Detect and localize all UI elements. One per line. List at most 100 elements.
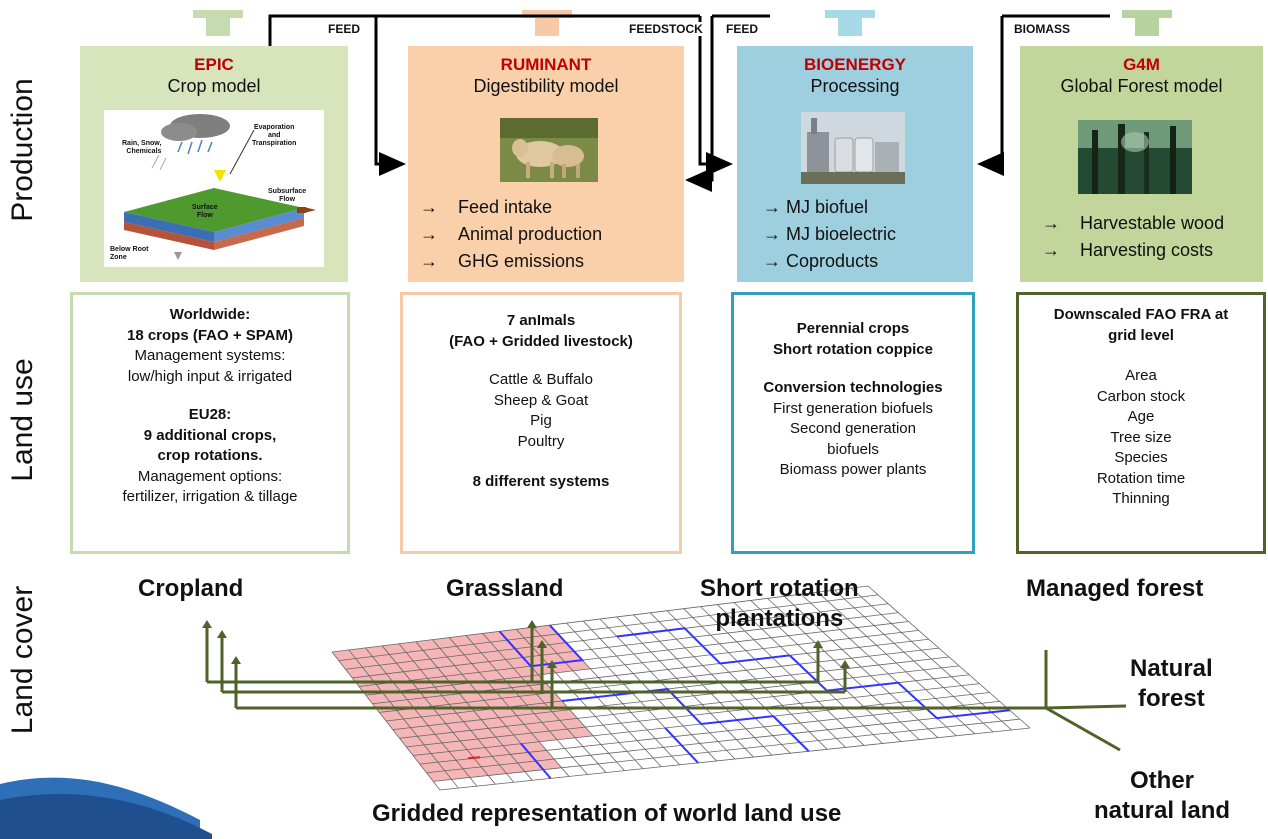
cover-link-line	[1045, 704, 1127, 710]
bioenergy-model-box: BIOENERGY Processing → MJ biofuel → MJ b…	[737, 46, 973, 282]
cover-link-arrowhead	[813, 640, 823, 648]
diagram-label-subsurface-flow: Flow	[279, 196, 296, 203]
ruminant-outputs: →Feed intake →Animal production →GHG emi…	[420, 194, 602, 275]
grid-line	[439, 727, 1031, 791]
cropland-cell	[469, 680, 495, 692]
cropland-cell	[455, 758, 482, 769]
cropland-cell	[452, 730, 478, 741]
cropland-cell	[464, 652, 489, 664]
cropland-cell	[459, 738, 486, 750]
text-line: Perennial crops	[796, 320, 910, 337]
bioenergy-land-use-box: Perennial crops Short rotation coppice C…	[731, 292, 975, 554]
animals-land-use-box: 7 anImals (FAO + Gridded livestock) Catt…	[400, 292, 682, 554]
cropland-cell	[498, 715, 525, 727]
diagram-label-evaporation: Evaporation	[253, 124, 295, 131]
diagram-label-surface-flow: Flow	[196, 212, 213, 219]
grassland-label: Grassland	[446, 575, 564, 602]
cropland-cell	[348, 647, 373, 659]
cropland-cell	[534, 711, 560, 723]
cropland-cell	[392, 727, 418, 739]
natural-forest-label: Natural forest	[1130, 654, 1213, 714]
grid-region-boundary	[498, 624, 585, 668]
cropland-cell	[531, 731, 558, 742]
grid-region-boundary	[664, 727, 699, 764]
cropland-cell	[488, 659, 514, 671]
cropland-cell	[519, 694, 545, 705]
cover-link-line	[1045, 706, 1121, 752]
cover-link-arrowhead	[537, 640, 547, 648]
cropland-cell	[338, 658, 363, 670]
cropland-cell	[365, 693, 390, 704]
cropland-cell	[481, 764, 507, 776]
cropland-cell	[445, 721, 471, 733]
cropland-cell	[481, 717, 507, 729]
cropland-cell	[477, 736, 504, 748]
cropland-cell	[376, 682, 401, 694]
cropland-cell	[492, 754, 518, 765]
cropland-cell	[539, 653, 566, 665]
managed-forest-label: Managed forest	[1026, 575, 1204, 602]
cropland-cell	[424, 695, 450, 707]
g4m-output-item: →Harvestable wood	[1042, 210, 1224, 237]
grid-region-boundary	[616, 627, 790, 665]
arrow-icon: →	[763, 224, 781, 244]
cropland-cell	[389, 652, 414, 664]
cropland-cell	[536, 692, 562, 703]
cropland-cell	[499, 762, 525, 774]
cropland-cell	[454, 663, 480, 675]
cropland-cell	[396, 661, 421, 672]
cropland-cell	[437, 665, 463, 677]
epic-title: EPIC	[194, 55, 234, 74]
ruminant-output-item: →Feed intake	[420, 194, 602, 221]
cropland-cell	[406, 744, 432, 756]
diagram-label-below-root: Below Root	[110, 246, 149, 253]
grid-line	[426, 709, 1010, 774]
cropland-cell	[456, 711, 482, 722]
cropland-cell	[431, 751, 456, 763]
cropland-cell	[471, 661, 497, 673]
epic-subtitle: Crop model	[167, 76, 261, 96]
cropland-cell	[473, 709, 499, 720]
grid-line	[379, 647, 939, 713]
cropland-cell	[332, 649, 356, 661]
cropland-cell	[424, 742, 450, 754]
cropland-cell	[415, 639, 440, 651]
text-line: Other	[1130, 767, 1195, 794]
text-line: Biomass power plants	[779, 461, 927, 478]
arrow-icon: →	[420, 197, 438, 217]
ruminant-output-arrow-icon	[522, 10, 572, 36]
arrow-icon: →	[420, 251, 438, 271]
bioenergy-plant-photo	[801, 112, 905, 184]
cropland-cell	[456, 644, 482, 655]
text-line: (FAO + Gridded livestock)	[449, 332, 633, 350]
cropland-cell	[406, 650, 431, 662]
ruminant-output-item: →Animal production	[420, 221, 602, 248]
text-line: grid level	[1108, 326, 1174, 344]
cropland-cell	[403, 717, 429, 728]
cropland-cell	[432, 637, 457, 649]
cropland-cell	[365, 645, 390, 657]
cropland-cell	[565, 660, 591, 671]
epic-model-box: EPIC Crop model Rain, Snow, Chemicals	[80, 46, 348, 282]
cropland-cell	[479, 670, 504, 681]
text-line: Second generation	[790, 420, 916, 437]
cropland-cell	[524, 722, 550, 734]
diagram-label-and: and	[267, 132, 281, 139]
forest-land-use-box: Downscaled FAO FRA at grid level Area Ca…	[1016, 292, 1266, 554]
cropland-cell	[386, 719, 411, 730]
g4m-model-box: G4M Global Forest model →Harvestable woo…	[1020, 46, 1263, 282]
cropland-cell	[383, 691, 408, 702]
grid-line	[331, 585, 869, 653]
cropland-cell	[413, 753, 438, 765]
cropland-cell	[421, 715, 446, 726]
cropland-cell	[462, 672, 487, 683]
arrow-icon: →	[1042, 213, 1060, 233]
text-line: Management options:	[137, 467, 283, 485]
g4m-outputs: →Harvestable wood →Harvesting costs	[1042, 210, 1224, 264]
cropland-cell	[470, 728, 496, 739]
g4m-output-arrow-icon	[1122, 10, 1172, 36]
arrow-icon: →	[763, 251, 781, 271]
arrow-icon: →	[763, 197, 781, 217]
short-rotation-label: Short rotation plantations	[700, 574, 859, 634]
